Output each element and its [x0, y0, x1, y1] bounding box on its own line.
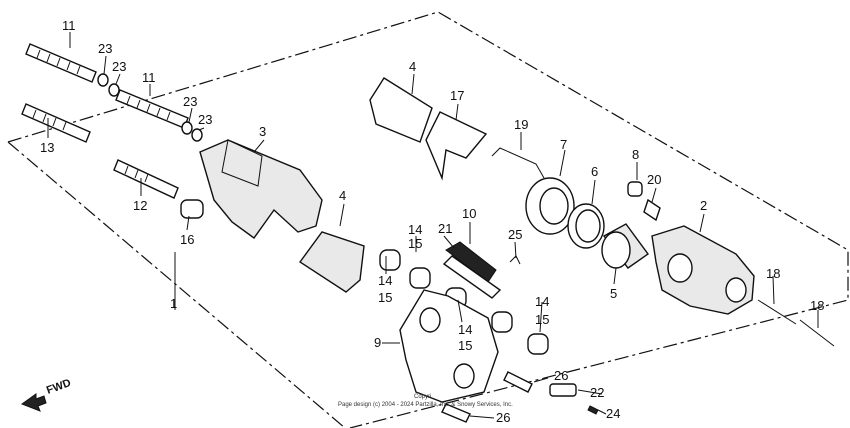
callout-2: 2: [700, 198, 707, 213]
assembly-frame: [7, 11, 849, 428]
pad-shim: [425, 111, 488, 181]
callout-24: 24: [606, 406, 620, 421]
copyright-line-2: Page design (c) 2004 - 2024 Partzilla, I…: [338, 402, 513, 408]
o-rings: [97, 73, 203, 142]
pad-pin-a: [757, 299, 797, 325]
pad-spring: [491, 147, 545, 179]
caliper-support-bracket: [399, 289, 499, 403]
retainer-clip: [509, 255, 521, 265]
fwd-label: FWD: [45, 377, 73, 397]
callout-4-top: 4: [409, 59, 416, 74]
callout-22: 22: [590, 385, 604, 400]
callout-15-d: 15: [458, 338, 472, 353]
callout-8: 8: [632, 147, 639, 162]
piston: [601, 223, 649, 269]
callout-1: 1: [170, 296, 177, 311]
callout-18-a: 18: [766, 266, 780, 281]
dust-seal: [525, 177, 575, 235]
leader-lines: [47, 32, 819, 419]
callout-4-low: 4: [339, 188, 346, 203]
bolt-upper: [503, 371, 533, 393]
callout-18-b: 18: [810, 298, 824, 313]
slide-pin-middle: [115, 89, 189, 129]
callout-23-4: 23: [198, 112, 212, 127]
collar: [180, 199, 204, 219]
callout-14-d: 14: [458, 322, 472, 337]
callout-20: 20: [647, 172, 661, 187]
callout-23-1: 23: [98, 41, 112, 56]
brake-pad-lower: [298, 231, 365, 293]
callout-15-b: 15: [378, 290, 392, 305]
piston-seal: [567, 203, 605, 249]
callout-7: 7: [560, 137, 567, 152]
callout-11-mid: 11: [142, 70, 156, 85]
bolt-pin: [113, 159, 179, 199]
callout-13: 13: [40, 140, 54, 155]
screw: [587, 405, 599, 415]
callout-6: 6: [591, 164, 598, 179]
callout-16: 16: [180, 232, 194, 247]
brake-pad-upper: [369, 77, 433, 143]
callout-labels: 11 23 23 11 23 23 13 3 12 16 1 4 17 19 7…: [40, 18, 824, 425]
callout-26-upper: 26: [554, 368, 568, 383]
callout-17: 17: [450, 88, 464, 103]
forward-direction-marker: FWD: [20, 377, 73, 412]
bleed-cap: [627, 181, 643, 197]
callout-10: 10: [462, 206, 476, 221]
callout-5: 5: [610, 286, 617, 301]
callout-21: 21: [438, 221, 452, 236]
copyright-watermark: Copyri Page design (c) 2004 - 2024 Partz…: [338, 394, 513, 408]
callout-15-c: 15: [535, 312, 549, 327]
callout-15-a: 15: [408, 236, 422, 251]
callout-26-lower: 26: [496, 410, 510, 425]
callout-11-top: 11: [62, 18, 76, 33]
callout-3: 3: [259, 124, 266, 139]
callout-9: 9: [374, 335, 381, 350]
pad-pin-b: [799, 319, 835, 347]
caliper-bracket: [199, 139, 323, 239]
callout-14-c: 14: [535, 294, 549, 309]
pad-retainer: [442, 241, 502, 299]
clamp: [549, 383, 577, 397]
slide-pin-lower: [21, 103, 91, 143]
copyright-line-1: Copyri: [414, 394, 431, 400]
fwd-arrow-icon: [20, 393, 47, 412]
callout-12: 12: [133, 198, 147, 213]
callout-19: 19: [514, 117, 528, 132]
callout-14-a: 14: [408, 222, 422, 237]
callout-23-3: 23: [183, 94, 197, 109]
callout-14-b: 14: [378, 273, 392, 288]
callout-23-2: 23: [112, 59, 126, 74]
bleed-valve: [643, 198, 661, 222]
slide-pin-upper: [25, 43, 97, 83]
callout-25: 25: [508, 227, 522, 242]
caliper-body: [651, 225, 755, 315]
bolt-lower: [441, 403, 471, 423]
